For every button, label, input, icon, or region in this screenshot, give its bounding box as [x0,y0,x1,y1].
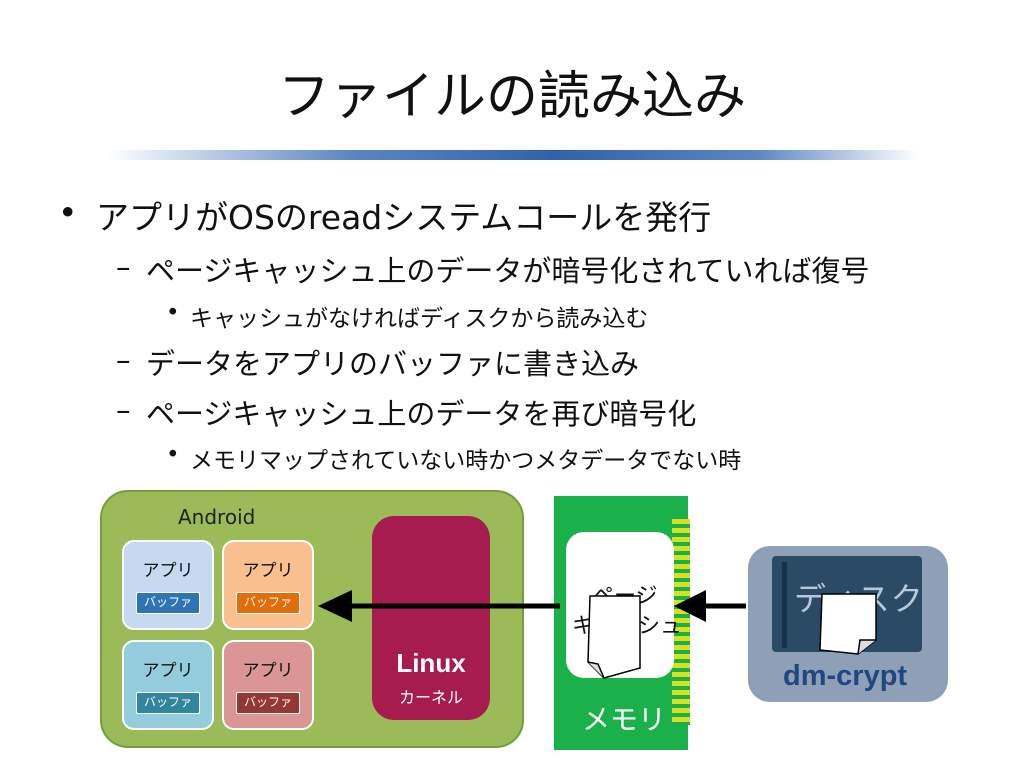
page-cache-label: ページ [592,584,658,609]
bullet-marker: • [166,442,180,468]
page-cache-label: キャッシュ [572,614,683,639]
android-label: Android [178,505,256,529]
bullet-marker: – [116,343,131,377]
bullet-level2: ページキャッシュ上のデータを再び暗号化 [146,397,697,431]
buffer-label: バッファ [236,692,300,714]
app-label: アプリ [142,561,194,581]
bullet-marker: – [116,393,131,427]
app-label: アプリ [242,661,294,681]
slide-title: ファイルの読み込み [277,67,746,127]
bullet-level1: アプリがOSのreadシステムコールを発行 [96,198,712,237]
kernel-title: Linux [396,648,466,678]
app-box: アプリ バッファ [122,540,214,630]
buffer-label: バッファ [136,692,200,714]
buffer-label: バッファ [236,592,300,614]
disk-spine [782,562,787,648]
bullet-marker: • [58,193,78,232]
memory-pins [672,519,690,725]
app-box: アプリ バッファ [122,640,214,730]
app-box: アプリ バッファ [222,640,314,730]
bullet-marker: • [166,300,180,326]
app-label: アプリ [242,561,294,581]
dm-crypt-label: dm-crypt [783,660,908,692]
title-underline [108,150,918,160]
bullet-level3: メモリマップされていない時かつメタデータでない時 [190,448,742,474]
app-box: アプリ バッファ [222,540,314,630]
app-label: アプリ [142,661,194,681]
bullet-level3: キャッシュがなければディスクから読み込む [190,306,649,332]
disk-label: ディスク [794,580,924,618]
bullet-level2: データをアプリのバッファに書き込み [146,347,640,381]
memory-label: メモリ [582,703,667,736]
bullet-level2: ページキャッシュ上のデータが暗号化されていれば復号 [146,254,870,288]
linux-kernel-box: Linux カーネル [372,516,490,720]
bullet-marker: – [116,250,131,284]
buffer-label: バッファ [136,592,200,614]
kernel-subtitle: カーネル [398,688,463,707]
